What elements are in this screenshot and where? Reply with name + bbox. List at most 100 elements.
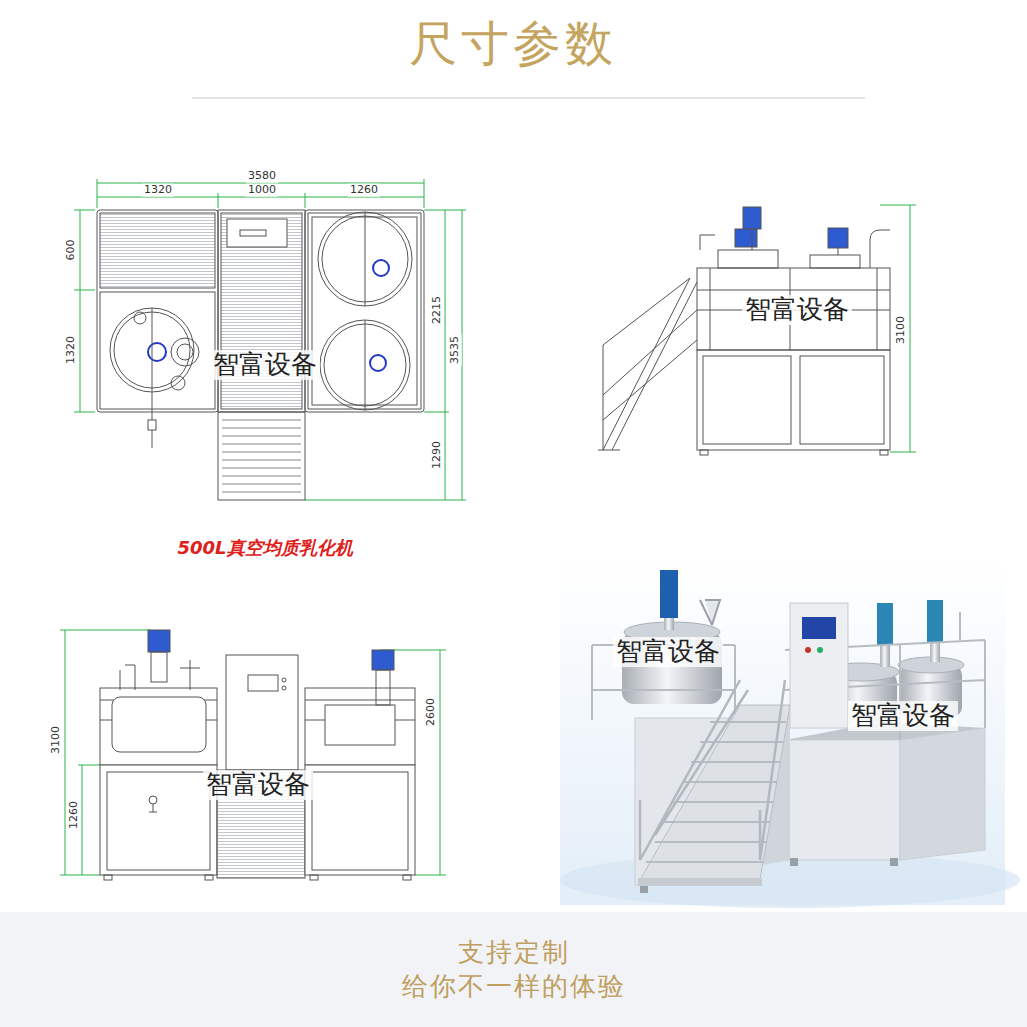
dimension-value: 1290 (431, 439, 444, 471)
front-view (104, 875, 112, 880)
watermark: 智富设备 (203, 770, 313, 800)
plan-view (177, 344, 193, 360)
front-view (112, 697, 206, 752)
plan-view (218, 412, 305, 500)
product-render (785, 740, 900, 860)
plan-view (222, 420, 301, 492)
watermark: 智富设备 (613, 637, 723, 667)
front-view (120, 660, 200, 690)
dimension-value: 1260 (348, 184, 380, 197)
product-render (640, 885, 648, 893)
front-view (100, 765, 217, 875)
product-render (927, 600, 943, 642)
front-view (151, 652, 167, 682)
dimension-value: 3100 (895, 314, 908, 346)
front-view (226, 655, 298, 770)
side-view (880, 450, 888, 455)
product-render (790, 603, 848, 728)
side-view (603, 278, 697, 450)
side-view (697, 268, 890, 350)
watermark: 智富设备 (742, 295, 852, 325)
product-render (638, 878, 762, 886)
front-view (305, 765, 415, 875)
dimension-value: 1260 (68, 799, 81, 831)
front-view (282, 686, 286, 690)
side-view (697, 268, 890, 350)
side-view (697, 350, 890, 450)
side-view (598, 450, 620, 451)
front-view (372, 650, 394, 670)
product-render (700, 600, 720, 625)
side-view (598, 207, 890, 455)
product-render (890, 858, 898, 866)
front-view (148, 630, 170, 652)
front-view (100, 688, 217, 765)
product-render (560, 560, 1005, 905)
plan-view (152, 308, 153, 392)
plan-view (320, 320, 410, 410)
footer-band: 支持定制给你不一样的体验 (0, 912, 1027, 1027)
product-render (802, 617, 836, 639)
front-view (248, 675, 278, 691)
plan-view (365, 212, 366, 306)
product-render (640, 680, 785, 860)
plan-view (148, 343, 166, 361)
front-view (100, 630, 415, 880)
front-view (205, 875, 213, 880)
product-render (560, 560, 1020, 908)
side-view (703, 356, 791, 444)
front-view (312, 772, 408, 870)
front-view (305, 688, 415, 765)
dimension-value: 600 (65, 238, 78, 263)
plan-view (305, 210, 424, 412)
side-view (800, 356, 884, 444)
dimension-value: 2215 (431, 294, 444, 326)
front-view (149, 804, 157, 812)
side-view (828, 228, 848, 248)
front-view (149, 796, 157, 804)
plan-view (218, 210, 305, 412)
product-render (790, 858, 798, 866)
front-view (403, 875, 411, 880)
plan-view (171, 338, 199, 366)
plan-view (134, 312, 146, 324)
side-view (735, 229, 757, 247)
plan-view (97, 210, 218, 412)
drawing-caption: 500L真空均质乳化机 (177, 538, 352, 559)
slogan-text: 支持定制 (458, 936, 570, 970)
product-render (880, 645, 890, 667)
plan-view (152, 392, 153, 420)
plan-view (240, 230, 266, 236)
plan-view (110, 308, 194, 392)
product-render (640, 705, 790, 880)
dimension-value: 1320 (142, 184, 174, 197)
front-view (325, 705, 395, 745)
product-render (817, 647, 823, 653)
plan-view (308, 213, 421, 409)
product-render (560, 852, 1020, 908)
plan-view (171, 376, 185, 390)
side-view (718, 250, 778, 268)
plan-view (227, 219, 287, 247)
dimension-value: 3535 (449, 334, 462, 366)
plan-view (365, 320, 366, 410)
product-render (877, 603, 893, 645)
dimension-lines (305, 210, 466, 500)
front-view (107, 772, 210, 870)
plan-view (100, 213, 215, 288)
product-render (660, 570, 678, 618)
watermark: 智富设备 (848, 701, 958, 731)
plan-view (97, 210, 424, 500)
product-render (900, 728, 985, 860)
product-render (664, 618, 674, 630)
plan-view (370, 355, 386, 371)
dimension-value: 3100 (50, 724, 63, 756)
plan-view (373, 260, 389, 276)
dimension-value: 1000 (246, 184, 278, 197)
plan-view (148, 420, 156, 430)
side-view (700, 229, 890, 268)
dimension-lines (97, 179, 424, 208)
dimension-value: 2600 (425, 696, 438, 728)
page-title: 尺寸参数 (409, 16, 617, 71)
